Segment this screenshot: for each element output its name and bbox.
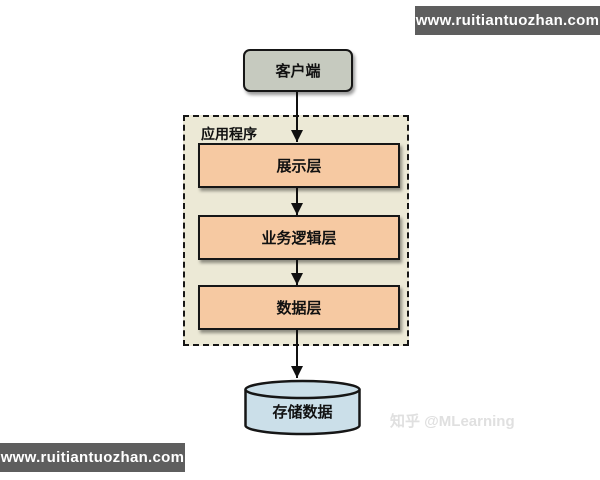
database-node-label-wrap: 存储数据 [243,401,362,421]
presentation-layer-node: 展示层 [198,143,400,188]
arrowhead-icon [291,366,303,378]
client-node: 客户端 [243,49,353,92]
arrow-business-to-data [291,260,303,285]
business-logic-layer-node: 业务逻辑层 [198,215,400,260]
client-node-label: 客户端 [275,64,321,80]
database-cylinder-icon [244,379,361,436]
arrowhead-icon [291,130,303,142]
arrow-presentation-to-business [291,188,303,215]
watermark-bar-bottom: www.ruitiantuozhan.com [0,443,185,472]
watermark-bar-top: www.ruitiantuozhan.com [415,6,600,35]
data-layer-node: 数据层 [198,285,400,330]
arrowhead-icon [291,273,303,285]
business-logic-layer-label: 业务逻辑层 [261,231,337,247]
watermark-url-bottom: www.ruitiantuozhan.com [0,449,185,466]
arrow-data-to-storage [291,330,303,378]
application-container-label: 应用程序 [201,128,257,143]
arrowhead-icon [291,203,303,215]
database-node-label: 存储数据 [272,404,333,421]
presentation-layer-label: 展示层 [276,159,322,175]
data-layer-label: 数据层 [276,301,322,317]
watermark-url-top: www.ruitiantuozhan.com [415,12,600,29]
arrow-client-to-presentation [291,92,303,142]
zhihu-credit-watermark: 知乎 @MLearning [390,413,515,430]
